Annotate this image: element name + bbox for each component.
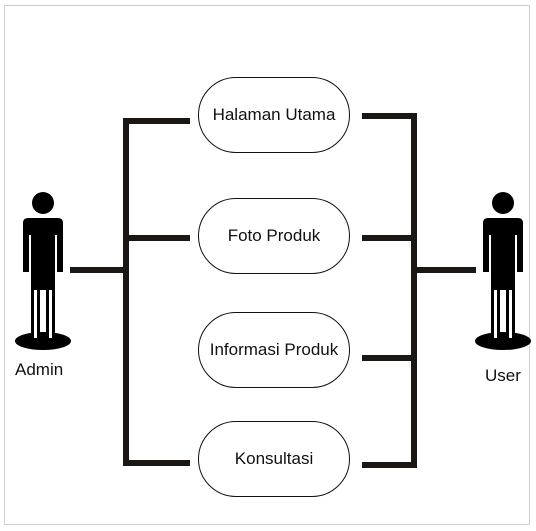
usecase-halaman-utama: Halaman Utama — [198, 77, 350, 153]
diagram-frame — [4, 5, 530, 525]
usecase-foto-produk: Foto Produk — [198, 198, 350, 274]
usecase-label: Konsultasi — [234, 449, 314, 468]
usecase-label: Halaman Utama — [212, 105, 336, 124]
usecase-label: Foto Produk — [227, 226, 321, 245]
usecase-informasi-produk: Informasi Produk — [198, 312, 350, 388]
usecase-konsultasi: Konsultasi — [198, 421, 350, 497]
usecase-label: Informasi Produk — [209, 340, 339, 359]
user-actor-icon — [475, 192, 531, 350]
user-label: User — [485, 366, 521, 385]
admin-actor-icon — [15, 192, 71, 350]
admin-label: Admin — [15, 360, 64, 379]
